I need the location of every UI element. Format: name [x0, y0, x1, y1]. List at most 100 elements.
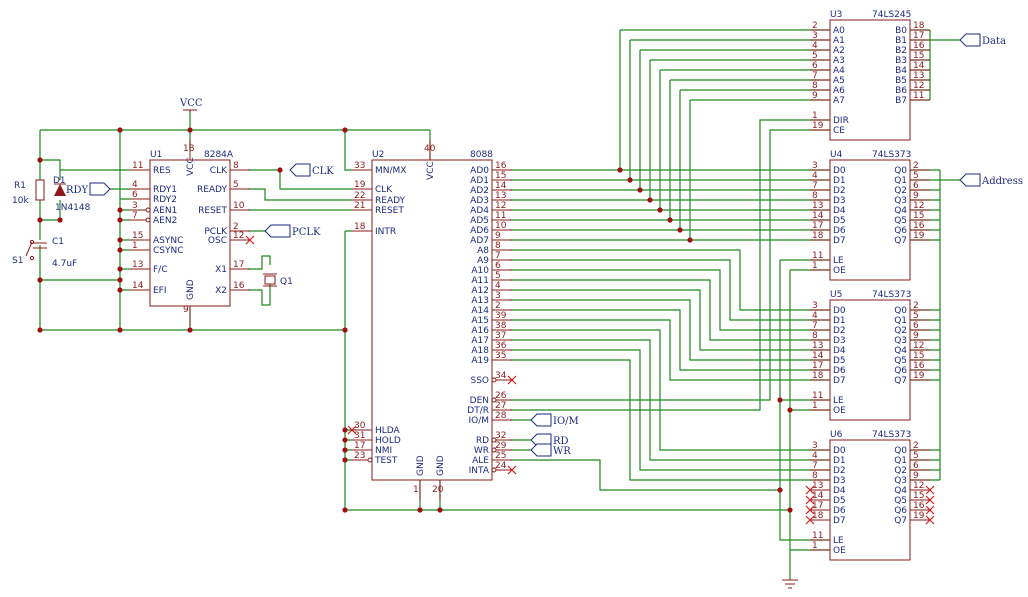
- pin-number: 16: [233, 281, 245, 291]
- pin-name: Q3: [894, 336, 907, 346]
- pin-number: 8: [812, 191, 818, 201]
- pin-number: 25: [495, 451, 506, 461]
- u6-ref: U6: [830, 430, 843, 440]
- pin-number: 23: [354, 451, 365, 461]
- pin-number: 12: [913, 341, 924, 351]
- pin-name: CLK: [210, 166, 228, 176]
- pin-name: READY: [197, 185, 228, 195]
- net-label-pclk: PCLK: [292, 227, 321, 238]
- net-flag-rdy: RDY: [66, 182, 111, 196]
- pin-name: Q7: [894, 236, 907, 246]
- junction-dot: [342, 437, 348, 443]
- junction-dot: [787, 507, 793, 513]
- u5-value: 74LS373: [872, 290, 911, 300]
- pin-number: 37: [495, 331, 506, 341]
- pin-number: 4: [812, 41, 818, 51]
- pin-name: Q0: [894, 166, 907, 176]
- pin-name: A18: [471, 346, 489, 356]
- no-connect-mark: [805, 515, 815, 525]
- junction-dot: [637, 187, 643, 193]
- pin-name: CE: [833, 126, 845, 136]
- s1-ref: S1: [12, 256, 23, 266]
- pin-number: 5: [913, 451, 919, 461]
- pin-name: AD0: [470, 166, 489, 176]
- net-flag-address: Address: [959, 173, 1023, 187]
- junction-dot: [657, 207, 663, 213]
- net-label-clk: CLK: [312, 166, 334, 177]
- pin-number: 18: [812, 371, 824, 381]
- pin-number: 13: [913, 71, 924, 81]
- pin-number: 14: [812, 211, 824, 221]
- pin-number: 11: [812, 251, 823, 261]
- pin-name: D4: [833, 346, 846, 356]
- pin-name: Q0: [894, 306, 907, 316]
- pin-number: 4: [132, 180, 138, 190]
- u2-ref: U2: [372, 150, 384, 160]
- pin-name: Q0: [894, 446, 907, 456]
- junction-dot: [687, 237, 693, 243]
- pin-name: D0: [833, 306, 846, 316]
- pin-number: 13: [812, 481, 823, 491]
- junction-dot: [777, 397, 783, 403]
- pin-number: 26: [495, 391, 507, 401]
- pin-number: 19: [913, 231, 925, 241]
- junction-dot: [342, 457, 348, 463]
- junction-dot: [117, 217, 123, 223]
- pin-name: B0: [895, 26, 907, 36]
- junction-dot: [37, 217, 43, 223]
- pin-name: D1: [833, 456, 846, 466]
- pin-name: A8: [477, 246, 489, 256]
- pin-number: 14: [913, 61, 925, 71]
- pin-name: DT/R: [467, 406, 489, 416]
- net-label-data: Data: [982, 36, 1006, 47]
- pin-number: 13: [812, 201, 823, 211]
- pin-number: 9: [495, 231, 501, 241]
- pin-number: 18: [913, 21, 925, 31]
- u2-gnd2-pin-num: 20: [432, 485, 444, 495]
- pin-number: 34: [495, 371, 507, 381]
- u1-vcc-pin-num: 18: [183, 144, 195, 154]
- pin-name: Q6: [894, 226, 907, 236]
- no-connect-mark: [925, 495, 935, 505]
- pin-number: 1: [812, 261, 818, 271]
- pin-number: 11: [913, 91, 924, 101]
- pin-name: INTR: [375, 227, 396, 237]
- junction-dot: [437, 507, 443, 513]
- r1-value: 10k: [12, 196, 29, 206]
- pin-name: ASYNC: [153, 236, 183, 246]
- pin-number: 3: [812, 301, 818, 311]
- pin-name: OSC: [208, 236, 227, 246]
- no-connect-mark: [925, 505, 935, 515]
- pin-name: Q2: [894, 466, 907, 476]
- pin-number: 8: [495, 241, 501, 251]
- pin-number: 12: [913, 81, 924, 91]
- pin-name: A15: [471, 316, 489, 326]
- pin-number: 2: [913, 301, 919, 311]
- diode-d1: D1 1N4148: [53, 176, 91, 213]
- junction-dot: [417, 507, 423, 513]
- junction-dot: [117, 207, 123, 213]
- pin-number: 18: [812, 511, 824, 521]
- pin-name: Q1: [894, 316, 907, 326]
- net-label-rdy: RDY: [66, 185, 89, 196]
- pin-name: PCLK: [204, 227, 228, 237]
- pin-bubble: [491, 377, 497, 383]
- pin-name: CLK: [375, 185, 393, 195]
- pin-number: 10: [233, 201, 245, 211]
- pin-name: A3: [833, 56, 845, 66]
- pin-name: B7: [895, 96, 907, 106]
- junction-dot: [677, 227, 683, 233]
- pin-number: 15: [132, 231, 143, 241]
- pin-name: A4: [833, 66, 845, 76]
- pin-name: Q2: [894, 186, 907, 196]
- d1-ref: D1: [53, 176, 66, 186]
- net-label-iom: IO/M: [553, 416, 579, 427]
- junction-dot: [117, 327, 123, 333]
- pin-number: 7: [812, 461, 818, 471]
- pin-name: Q6: [894, 506, 907, 516]
- pin-name: B5: [895, 76, 907, 86]
- pin-number: 19: [913, 511, 925, 521]
- pin-name: ALE: [472, 456, 489, 466]
- pin-number: 17: [812, 501, 823, 511]
- pin-name: D4: [833, 486, 846, 496]
